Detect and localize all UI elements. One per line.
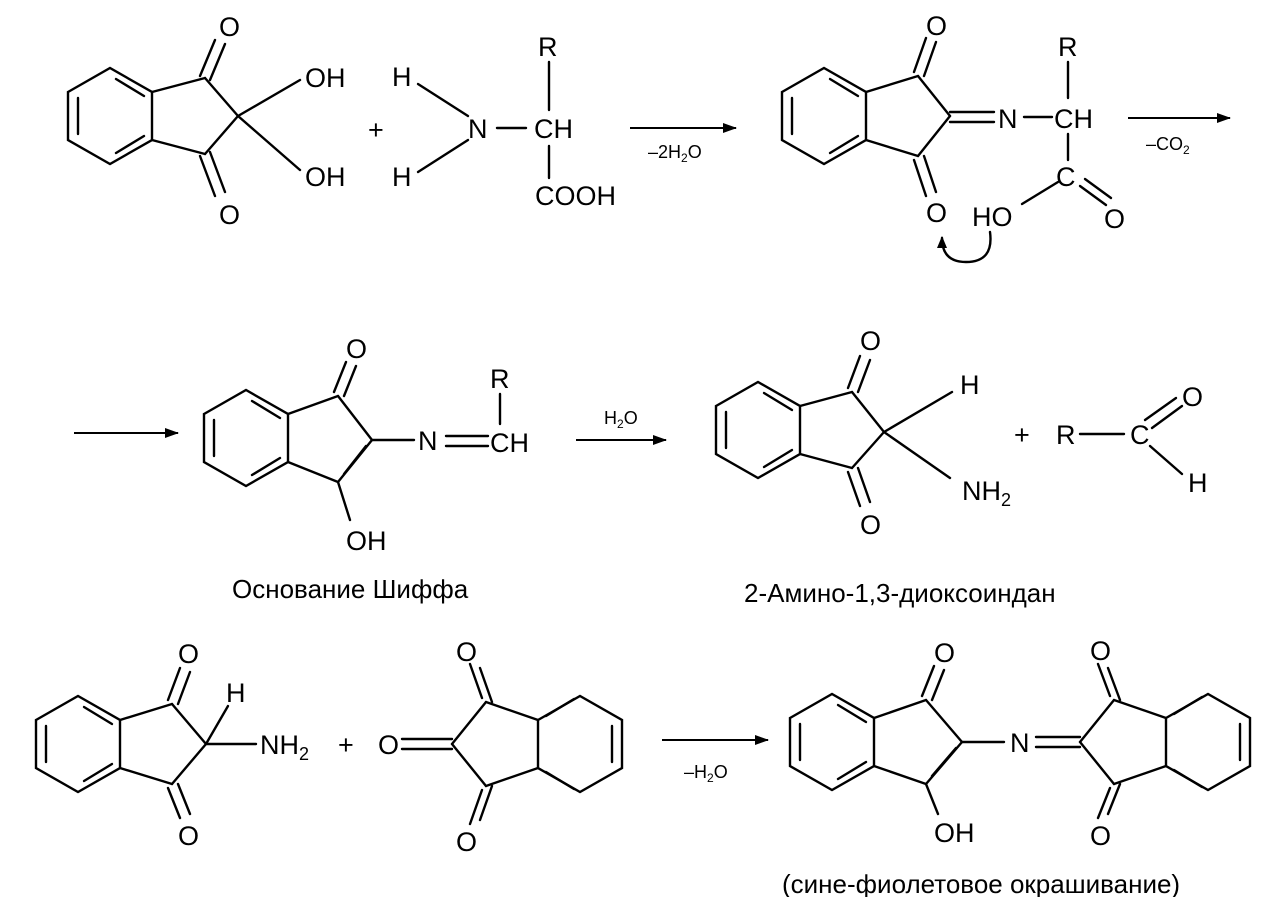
atom-label: OH	[305, 162, 346, 192]
atom-label: C	[1056, 162, 1076, 192]
atom-label: R	[538, 32, 558, 62]
condition-label: –2H2O	[648, 142, 702, 165]
atom-label: O	[219, 12, 240, 42]
atom-label: NH2	[962, 476, 1011, 510]
atom-label: O	[456, 637, 477, 667]
plus-sign: +	[1014, 420, 1030, 450]
atom-label: O	[860, 326, 881, 356]
electron-pushing-arrow	[937, 230, 992, 264]
atom-label: H	[392, 162, 412, 192]
caption-schiff-base: Основание Шиффа	[232, 574, 469, 604]
atom-label: O	[926, 11, 947, 41]
atom-label: OH	[346, 526, 387, 556]
ruhemann-purple-molecule: O OH N O O	[788, 636, 1252, 851]
plus-sign: +	[338, 730, 354, 760]
atom-label: N	[468, 114, 488, 144]
atom-label: O	[1090, 636, 1111, 666]
atom-label: H	[226, 678, 246, 708]
atom-label: R	[1056, 420, 1076, 450]
condition-label: H2O	[604, 408, 638, 431]
aldehyde-molecule: R C O H	[1056, 382, 1208, 498]
atom-label: O	[1090, 821, 1111, 851]
atom-label: H	[960, 370, 980, 400]
atom-label: NH2	[260, 730, 309, 764]
ninhydrin-triketone-molecule: O O O	[378, 637, 624, 857]
plus-sign: +	[368, 115, 384, 145]
atom-label: CH	[1054, 104, 1093, 134]
atom-label: O	[456, 827, 477, 857]
atom-label: O	[860, 510, 881, 540]
atom-label: CH	[534, 114, 573, 144]
atom-label: OH	[934, 818, 975, 848]
atom-label: O	[926, 198, 947, 228]
atom-label: O	[219, 200, 240, 230]
ninhydrin-molecule: O O OH OH	[66, 12, 346, 230]
atom-label: O	[934, 638, 955, 668]
atom-label: O	[378, 730, 399, 760]
atom-label: O	[1104, 204, 1125, 234]
condition-label: –CO2	[1146, 134, 1190, 157]
atom-label: O	[178, 821, 199, 851]
amino-acid-molecule: H H N CH R COOH	[392, 32, 616, 211]
atom-label: C	[1130, 420, 1150, 450]
atom-label: OH	[305, 63, 346, 93]
amino-dioxoindane-reactant-molecule: O O H NH2	[34, 639, 309, 851]
atom-label: H	[392, 62, 412, 92]
condition-label: –H2O	[684, 762, 728, 785]
atom-label: N	[418, 426, 438, 456]
caption-amino-dioxoindane: 2-Амино-1,3-диоксоиндан	[744, 578, 1056, 608]
amino-dioxoindane-molecule: O O H NH2	[714, 326, 1011, 540]
atom-label: HO	[972, 202, 1013, 232]
atom-label: O	[346, 334, 367, 364]
atom-label: O	[1182, 382, 1203, 412]
atom-label: COOH	[535, 181, 616, 211]
caption-color-result: (сине-фиолетовое окрашивание)	[782, 869, 1180, 897]
atom-label: R	[1058, 32, 1078, 62]
atom-label: N	[1010, 728, 1030, 758]
atom-label: R	[490, 364, 510, 394]
imine-intermediate-molecule: O O N CH R C HO O O	[780, 11, 1125, 264]
schiff-base-molecule: O OH N CH R	[202, 334, 529, 556]
atom-label: N	[998, 104, 1018, 134]
atom-label: O	[178, 639, 199, 669]
atom-label: H	[1188, 468, 1208, 498]
atom-label: CH	[490, 428, 529, 458]
